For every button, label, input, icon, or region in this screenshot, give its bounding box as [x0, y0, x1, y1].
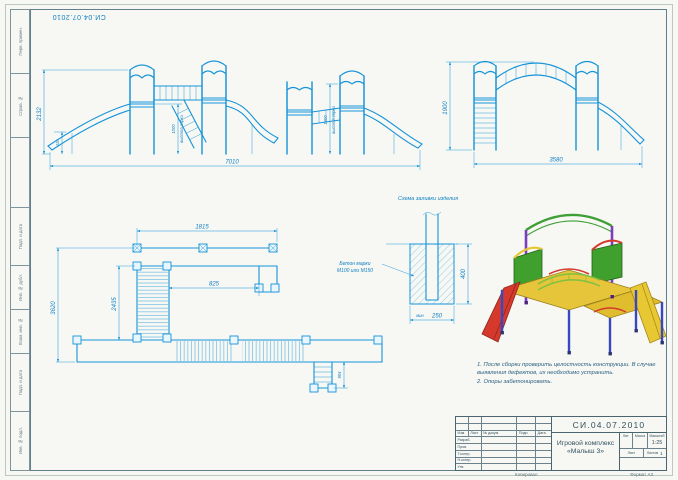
stamp-label: Перв. примен. [17, 27, 23, 56]
foundation-dimensions: 400 мин 250 [381, 243, 472, 324]
side-structure [473, 60, 645, 151]
front-elevation-view: 2132 410 1000 высота горки 1600 высота г… [37, 60, 423, 170]
left-stamp-column: Перв. примен. Справ. № Подп. и дата Инв.… [10, 9, 30, 471]
lit-label: Лит. [622, 434, 630, 438]
stamp-label: Взам. инв. № [17, 317, 23, 345]
tb-header-sign: Подп. [517, 430, 537, 437]
tb-header-date: Дата [537, 431, 546, 436]
tb-row-tkontr: Т.контр. [456, 450, 482, 457]
tb-header-izm: Изм. [456, 430, 469, 437]
stamp-cell-blank [11, 138, 29, 208]
plan-dimensions: 1815 3620 2435 825 904 [51, 225, 348, 389]
stamp-label: Инв. № дубл. [17, 274, 23, 301]
document-code: СИ.04.07.2010 [552, 417, 666, 433]
dim-front-width: 7010 [225, 160, 239, 166]
dim-slide-low-label: высота горки [179, 115, 184, 143]
stamp-label: Подп. и дата [17, 369, 23, 396]
dim-plan-left: 3620 [51, 301, 57, 315]
assembly-notes: 1. После сборки проверить целостность ко… [477, 361, 673, 386]
stamp-cell: Инв. № подл. [11, 412, 29, 470]
massa-label: Масса [634, 434, 646, 438]
dim-plan-right: 904 [337, 371, 342, 379]
sheet-trim-border [5, 4, 673, 476]
dim-plan-top: 1815 [195, 225, 209, 231]
tb-row-nkontr: Н.контр. [456, 457, 482, 464]
foundation-detail-view: 400 мин 250 [381, 211, 472, 324]
scale-label: Масштаб [649, 434, 665, 438]
dim-front-base: 410 [55, 139, 60, 147]
dim-foundation-min-label: мин [416, 313, 424, 318]
stamp-cell: Перв. примен. [11, 10, 29, 74]
dim-front-height: 2132 [37, 107, 43, 122]
stamp-label: Подп. и дата [17, 223, 23, 250]
tb-header-list: Лист [469, 430, 482, 437]
rotated-doc-code: СИ.04.07.2010 [52, 13, 106, 20]
product-name-line2: «Малыш 3» [566, 448, 605, 456]
stamp-cell: Инв. № дубл. [11, 266, 29, 310]
stamp-label: Инв. № подл. [17, 427, 23, 455]
stamp-cell: Подп. и дата [11, 354, 29, 412]
drawing-frame [30, 9, 667, 471]
front-dimensions: 2132 410 1000 высота горки 1600 высота г… [37, 69, 421, 170]
side-dimensions: 1900 3580 [443, 61, 643, 168]
isometric-view [481, 213, 667, 356]
organization-cell [620, 458, 666, 470]
concrete-note-line1: Бетон марки [339, 261, 371, 267]
note-line-2: выявления дефектов, их необходимо устран… [477, 370, 615, 377]
scale-value: 1:25 [651, 440, 663, 446]
dim-foundation-depth: 400 [461, 268, 467, 279]
sheets-value: 1 [660, 450, 663, 456]
title-block-signature-grid: Изм. Лист № докум. Подп. Дата Разраб. Пр… [456, 417, 552, 470]
concrete-note: Бетон марки М100 или М150 [330, 261, 380, 274]
dim-slide-high: 1600 [323, 115, 328, 125]
format-label: Формат А3 [630, 471, 653, 477]
sheet-label: Лист [627, 451, 636, 455]
front-structure [47, 60, 423, 155]
below-frame-labels: Копировал Формат А3 [455, 472, 667, 477]
title-block-right: СИ.04.07.2010 Игровой комплекс «Малыш 3»… [552, 417, 666, 470]
dim-slide-low: 1000 [171, 124, 176, 134]
foundation-structure [386, 211, 458, 305]
concrete-note-line2: М100 или М150 [336, 267, 374, 274]
tb-row-utv: Утв. [456, 464, 482, 470]
stamp-cell: Справ. № [11, 74, 29, 138]
tb-header-doc: № докум. [482, 430, 518, 437]
dim-plan-mid: 2435 [112, 297, 118, 312]
note-line-1: 1. После сборки проверить целостность ко… [477, 362, 656, 368]
tb-row-prov: Пров. [456, 444, 482, 450]
sheets-label: Листов [646, 451, 659, 455]
dim-side-width: 3580 [549, 158, 563, 164]
stamp-label: Справ. № [17, 95, 23, 116]
product-name: Игровой комплекс «Малыш 3» [552, 433, 620, 470]
foundation-detail-title: Схема заливки изделия [397, 196, 459, 202]
dim-foundation-width: 250 [431, 314, 443, 320]
dim-side-height: 1900 [443, 101, 449, 115]
side-elevation-view: 1900 3580 [443, 60, 645, 168]
copied-label: Копировал [515, 471, 538, 477]
product-name-line1: Игровой комплекс [556, 440, 615, 447]
dim-plan-inner: 825 [209, 282, 220, 288]
tb-row-razrab: Разраб. [456, 437, 482, 443]
plan-view: 1815 3620 2435 825 904 [51, 225, 383, 393]
stamp-cell: Взам. инв. № [11, 310, 29, 354]
stamp-cell: Подп. и дата [11, 208, 29, 266]
isometric-structure [481, 213, 667, 356]
note-line-3: 2. Опоры забетонировать. [477, 378, 553, 385]
title-block: Изм. Лист № докум. Подп. Дата Разраб. Пр… [455, 416, 667, 471]
dim-slide-high-label: высота горки [331, 106, 336, 134]
